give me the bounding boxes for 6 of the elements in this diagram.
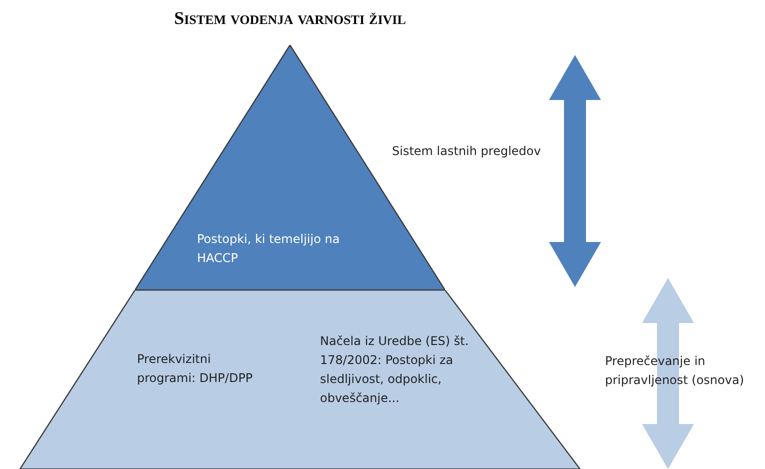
node-text: Postopki, ki temeljijo na HACCP bbox=[197, 231, 341, 267]
arrow-caption: Sistem lastnih pregledov bbox=[392, 143, 542, 160]
node-text: Načela iz Uredbe (ES) št. 178/2002: Postopki za sledljivost, odpoklic, obveščanje... bbox=[320, 333, 470, 407]
arrow-caption: Preprečevanje in pripravljenost (osnova) bbox=[605, 353, 746, 389]
node-text: Prerekvizitni programi: DHP/DPP bbox=[137, 351, 254, 387]
title: Sistem vodenja varnosti živil bbox=[173, 8, 407, 29]
